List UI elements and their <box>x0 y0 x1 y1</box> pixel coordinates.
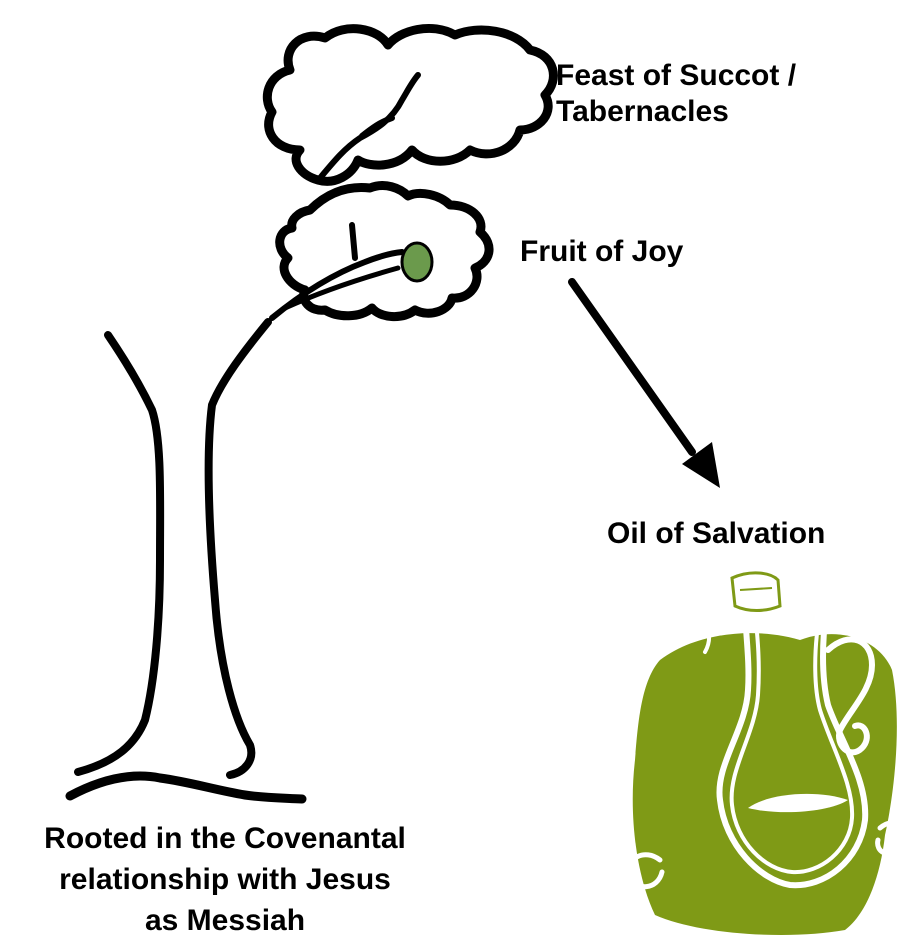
upper-canopy <box>267 28 553 181</box>
trunk-right <box>209 322 268 775</box>
arrow-shaft <box>572 282 692 452</box>
feast-label-line1: Feast of Succot / <box>556 58 796 94</box>
trunk-left <box>78 335 160 772</box>
root-ground <box>70 776 302 799</box>
feast-label-line2: Tabernacles <box>556 94 796 130</box>
root-label-line3: as Messiah <box>10 900 440 941</box>
oil-jar-icon <box>629 573 900 935</box>
root-label-line2: relationship with Jesus <box>10 859 440 900</box>
oil-label: Oil of Salvation <box>607 516 825 552</box>
root-label: Rooted in the Covenantal relationship wi… <box>10 818 440 941</box>
fruit-of-joy <box>402 243 432 281</box>
root-label-line1: Rooted in the Covenantal <box>10 818 440 859</box>
fruit-label: Fruit of Joy <box>520 234 683 270</box>
feast-label: Feast of Succot / Tabernacles <box>556 58 796 130</box>
lower-branch-tip <box>352 225 355 258</box>
